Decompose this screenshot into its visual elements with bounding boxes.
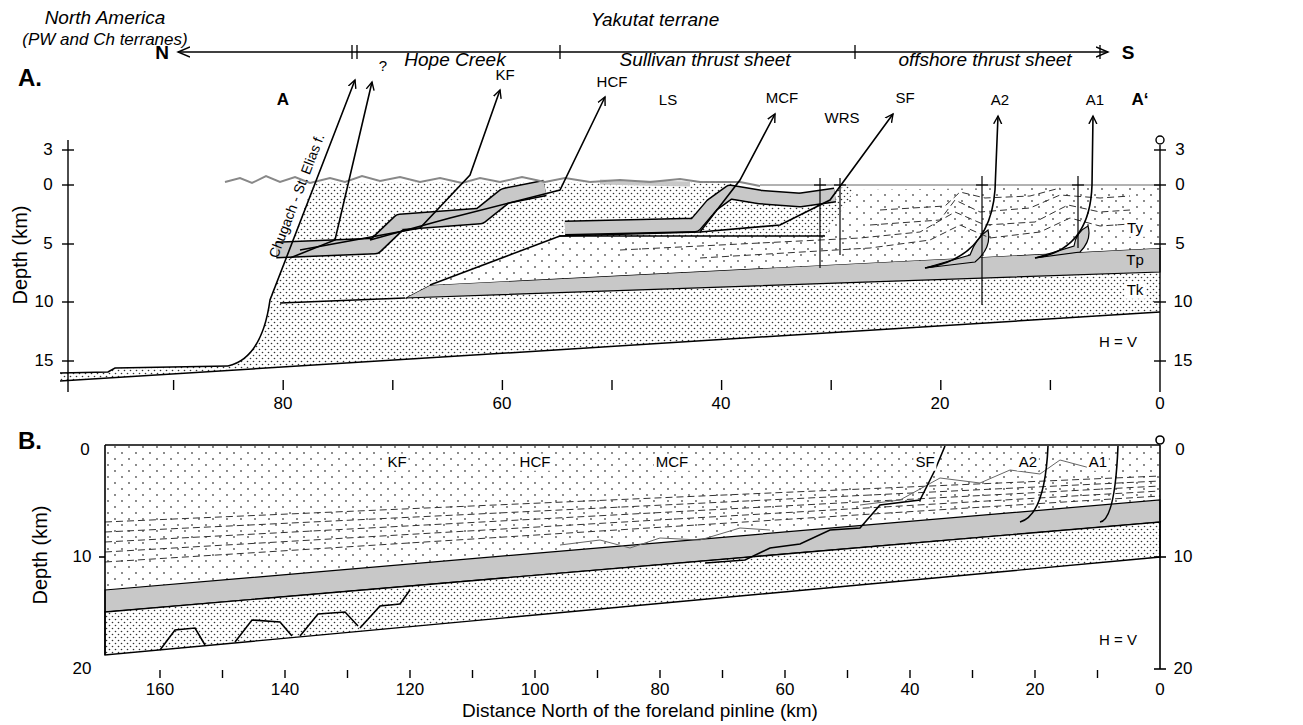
feature-label: LS — [659, 92, 677, 109]
tick-label: 3 — [43, 141, 52, 160]
feature-label: WRS — [825, 110, 860, 127]
tick-label: 40 — [712, 395, 731, 414]
fault-label: KF — [495, 67, 514, 84]
axis-title: Distance North of the foreland pinline (… — [462, 701, 818, 722]
fault-label: HCF — [597, 74, 628, 91]
tick-label: 15 — [1174, 352, 1193, 371]
tick-label: 80 — [274, 395, 293, 414]
tick-label: 60 — [776, 681, 795, 700]
region-name: Yakutat terrane — [591, 10, 720, 31]
section-end: A‘ — [1132, 91, 1149, 110]
panel-letter: B. — [18, 428, 42, 454]
tick-label: 100 — [521, 681, 549, 700]
well-label: A2 — [1017, 454, 1039, 471]
tick-label: 0 — [80, 441, 89, 460]
fault-label: MCF — [766, 90, 799, 107]
tick-label: 10 — [1174, 548, 1193, 567]
fault-label: KF — [385, 454, 408, 471]
tick-label: 0 — [1155, 395, 1164, 414]
fault-label: MCF — [654, 454, 691, 471]
tick-label: 120 — [396, 681, 424, 700]
tick-label: 0 — [1175, 176, 1184, 195]
tick-label: 20 — [1174, 660, 1193, 679]
tick-label: 0 — [43, 176, 52, 195]
tick-label: 5 — [43, 235, 52, 254]
region-name: offshore thrust sheet — [898, 50, 1071, 71]
region-name: North America — [45, 8, 166, 29]
section-end: A — [277, 91, 289, 110]
tick-label: 10 — [35, 293, 54, 312]
scale-note: H = V — [1099, 632, 1137, 649]
region-name: Hope Creek — [404, 50, 505, 71]
fault-label: SF — [895, 90, 914, 107]
tick-label: 10 — [1174, 293, 1193, 312]
tick-label: 20 — [73, 660, 92, 679]
tick-label: 0 — [1175, 441, 1184, 460]
tick-label: 140 — [271, 681, 299, 700]
axis-title: Depth (km) — [29, 506, 51, 605]
fault-label: SF — [913, 454, 936, 471]
tick-label: 5 — [1175, 235, 1184, 254]
tick-label: 20 — [931, 395, 950, 414]
tick-label: 20 — [1026, 681, 1045, 700]
tick-label: 10 — [73, 548, 92, 567]
unit-label: Tp — [1124, 252, 1146, 269]
unit-label: Ty — [1125, 220, 1145, 237]
tick-label: 80 — [651, 681, 670, 700]
tick-label: 0 — [1155, 681, 1164, 700]
tick-label: 40 — [901, 681, 920, 700]
axis-title: Depth (km) — [9, 206, 31, 305]
unit-label: Tk — [1125, 282, 1146, 299]
scale-note: H = V — [1099, 334, 1137, 351]
well-label: A1 — [1086, 92, 1104, 109]
fault-label: ? — [379, 58, 387, 75]
tick-label: 160 — [146, 681, 174, 700]
well-label: A1 — [1087, 454, 1109, 471]
direction: S — [1122, 43, 1135, 64]
tick-label: 15 — [35, 352, 54, 371]
tick-label: 60 — [493, 395, 512, 414]
well-label: A2 — [991, 92, 1009, 109]
direction: N — [155, 43, 169, 64]
panel-letter: A. — [18, 65, 42, 91]
tick-label: 3 — [1175, 141, 1184, 160]
fault-label: HCF — [518, 454, 553, 471]
region-name: Sullivan thrust sheet — [619, 50, 790, 71]
